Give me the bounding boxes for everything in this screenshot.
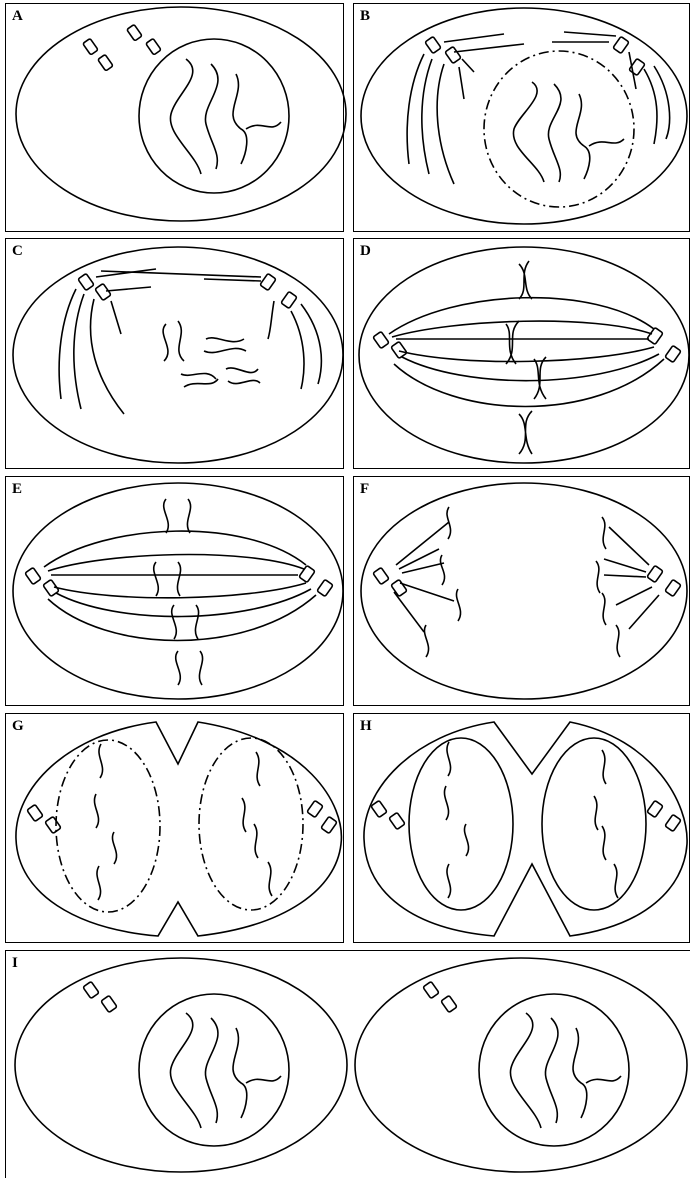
cell-membrane-furrowing xyxy=(16,722,341,936)
spindle-fibers xyxy=(44,531,316,640)
prophase-cell-diagram xyxy=(354,4,690,233)
daughter-cells-diagram xyxy=(6,951,690,1179)
panel-b: B xyxy=(353,3,690,232)
panel-h: H xyxy=(353,713,690,943)
daughter-cell-left xyxy=(15,958,347,1172)
cell-membrane xyxy=(355,958,687,1172)
condensing-chromosomes xyxy=(513,82,624,182)
panel-i: I xyxy=(5,950,690,1178)
centrosome-icon xyxy=(373,565,681,596)
reforming-nuclear-envelope-left xyxy=(56,740,160,912)
early-anaphase-cell-diagram xyxy=(6,477,345,707)
centrosome-icon xyxy=(83,24,161,71)
centrosome-icon xyxy=(373,327,681,362)
centrosome-icon xyxy=(27,800,337,833)
separating-chromatids xyxy=(154,499,203,685)
centrosome-icon xyxy=(425,36,645,75)
metaphase-cell-diagram xyxy=(354,239,690,470)
panel-d: D xyxy=(353,238,690,469)
chromatin xyxy=(170,59,281,174)
cytokinesis-cell-diagram xyxy=(354,714,690,944)
spindle-fibers xyxy=(389,298,664,407)
daughter-cell-right xyxy=(355,958,687,1172)
chromatids-pulled-to-poles xyxy=(424,507,620,657)
interphase-cell-diagram xyxy=(6,4,345,233)
cell-membrane xyxy=(15,958,347,1172)
centrosome-icon xyxy=(371,800,681,831)
nucleus-right xyxy=(542,738,646,910)
telophase-cell-diagram xyxy=(6,714,345,944)
reforming-nuclear-envelope-right xyxy=(199,738,303,910)
cell-membrane xyxy=(361,483,687,699)
chromosomes xyxy=(163,321,260,387)
cell-membrane xyxy=(361,8,687,224)
panel-f: F xyxy=(353,476,690,706)
panel-g: G xyxy=(5,713,344,943)
spindle-fibers xyxy=(59,269,321,414)
nucleus xyxy=(479,994,629,1146)
panel-c: C xyxy=(5,238,344,469)
panel-e: E xyxy=(5,476,344,706)
anaphase-cell-diagram xyxy=(354,477,690,707)
panel-a: A xyxy=(5,3,344,232)
cell-membrane xyxy=(13,247,343,463)
kinetochore-fibers xyxy=(394,522,659,632)
nuclear-envelope-breaking xyxy=(484,51,634,207)
nucleus-left xyxy=(409,738,513,910)
nucleus xyxy=(139,994,289,1146)
prometaphase-cell-diagram xyxy=(6,239,345,470)
cell-membrane xyxy=(16,7,346,221)
chromatin xyxy=(444,742,618,898)
decondensing-chromosomes xyxy=(94,744,272,900)
nucleus xyxy=(139,39,289,193)
aligned-chromosomes xyxy=(506,261,546,454)
cell-membrane-pinching xyxy=(364,722,687,936)
